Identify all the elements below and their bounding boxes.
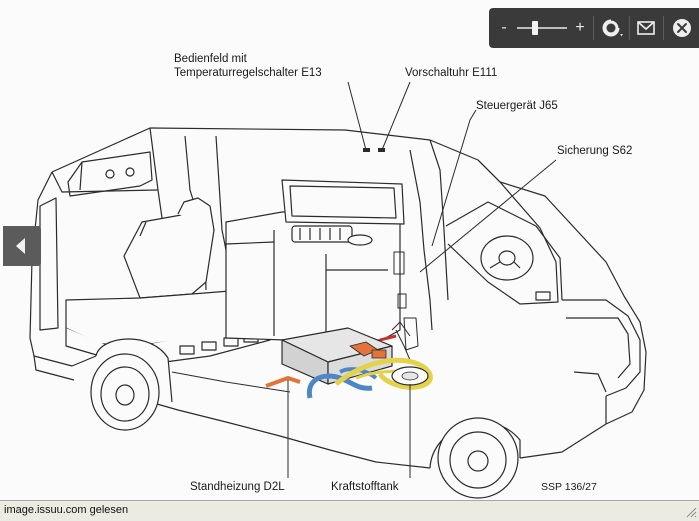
previous-page-button[interactable]	[3, 226, 41, 266]
close-icon[interactable]	[669, 16, 695, 40]
chevron-left-icon	[16, 238, 25, 254]
status-text: image.issuu.com gelesen	[4, 504, 129, 516]
document-viewer: Bedienfeld mit Temperaturregelschalter E…	[3, 8, 699, 499]
callout-kraftstofftank: Kraftstofftank	[331, 481, 399, 493]
figure-reference: SSP 136/27	[541, 481, 597, 493]
leader-marks	[363, 148, 385, 152]
zoom-in-button[interactable]: +	[575, 19, 585, 36]
callout-sicherung: Sicherung S62	[557, 145, 633, 157]
zoom-slider-thumb[interactable]	[532, 21, 538, 35]
van-heater-diagram	[29, 81, 647, 499]
van-body	[29, 127, 647, 469]
viewer-toolbar: - +	[489, 8, 699, 48]
callout-bedienfeld-line1: Bedienfeld mit	[174, 53, 247, 65]
kitchen-unit	[225, 179, 405, 341]
zoom-slider-track	[517, 27, 567, 29]
browser-status-bar: image.issuu.com gelesen	[0, 500, 699, 521]
callout-bedienfeld-line2: Temperaturregelschalter E13	[174, 67, 322, 79]
toolbar-divider	[593, 16, 594, 40]
leader-lines	[287, 81, 557, 478]
toolbar-divider	[663, 16, 664, 40]
callout-vorschaltuhr: Vorschaltuhr E111	[405, 67, 498, 79]
toolbar-divider	[629, 16, 630, 40]
envelope-icon[interactable]	[633, 16, 659, 40]
wheels	[90, 338, 521, 499]
heater-system	[265, 321, 433, 399]
callout-steuergeraet: Steuergerät J65	[476, 100, 558, 112]
zoom-out-button[interactable]: -	[501, 19, 507, 36]
share-icon[interactable]	[599, 16, 625, 40]
callout-standheizung: Standheizung D2L	[190, 481, 285, 493]
floor-details	[171, 251, 419, 393]
zoom-slider[interactable]	[513, 18, 571, 38]
callout-bedienfeld: Bedienfeld mit Temperaturregelschalter E…	[174, 52, 322, 80]
resize-grip-icon[interactable]	[683, 504, 697, 518]
